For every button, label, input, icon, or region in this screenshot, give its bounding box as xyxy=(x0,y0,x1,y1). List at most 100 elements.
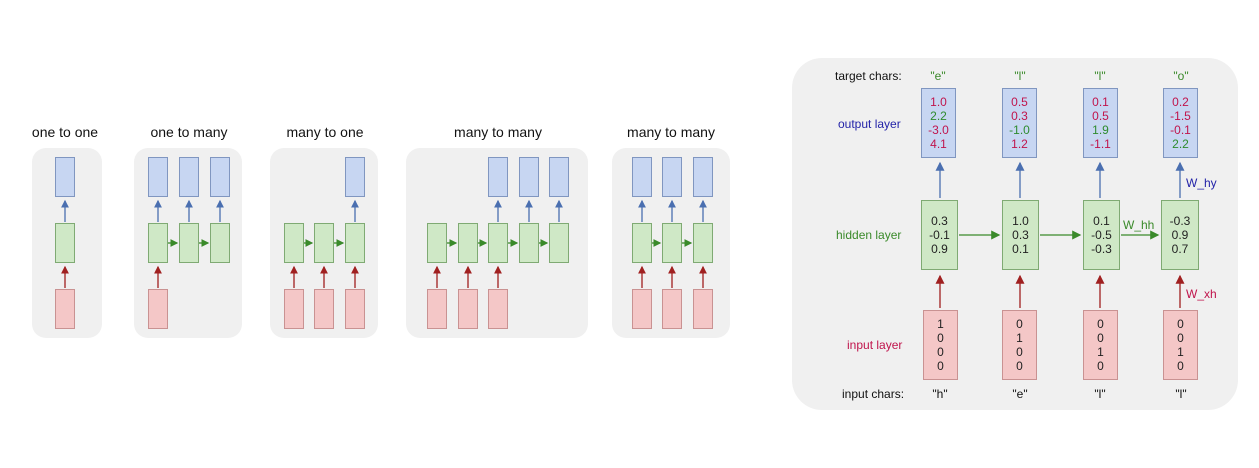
hidden-box xyxy=(632,223,652,263)
input-box xyxy=(458,289,478,329)
target-char: "l" xyxy=(1094,69,1106,83)
target-char: "o" xyxy=(1173,69,1189,83)
hidden-vector-box: 1.0 0.3 0.1 xyxy=(1002,200,1039,270)
input-box xyxy=(662,289,682,329)
panel-title-many-to-many-delayed: many to many xyxy=(454,124,542,140)
input-value: 0 xyxy=(1177,331,1184,345)
hidden-box xyxy=(693,223,713,263)
input-value: 0 xyxy=(937,345,944,359)
input-value: 0 xyxy=(1097,331,1104,345)
hidden-vector-box: -0.3 0.9 0.7 xyxy=(1161,200,1199,270)
input-char: "h" xyxy=(932,387,948,401)
w-xh-label: W_xh xyxy=(1186,287,1217,301)
input-box xyxy=(314,289,334,329)
input-chars-label: input chars: xyxy=(842,387,905,401)
output-box xyxy=(488,157,508,197)
panel-title-one-to-one: one to one xyxy=(31,124,99,140)
output-box xyxy=(345,157,365,197)
input-value: 0 xyxy=(1016,359,1023,373)
hidden-box xyxy=(458,223,478,263)
input-value: 1 xyxy=(937,317,944,331)
input-box xyxy=(632,289,652,329)
hidden-box xyxy=(345,223,365,263)
hidden-value: -0.3 xyxy=(1091,242,1112,256)
input-value: 1 xyxy=(1016,331,1023,345)
input-box xyxy=(345,289,365,329)
hidden-box xyxy=(519,223,539,263)
hidden-box xyxy=(488,223,508,263)
output-value: -0.1 xyxy=(1170,123,1191,137)
hidden-value: 0.7 xyxy=(1171,242,1189,256)
output-value: 1.9 xyxy=(1092,123,1109,137)
hidden-box xyxy=(427,223,447,263)
hidden-vector-box: 0.3 -0.1 0.9 xyxy=(921,200,958,270)
output-box xyxy=(693,157,713,197)
panel-title-many-to-one: many to one xyxy=(286,124,364,140)
panel-title-many-to-many-synced: many to many xyxy=(627,124,715,140)
panel-title-one-to-many: one to many xyxy=(150,124,228,140)
output-vector-box: 0.5 0.3 -1.0 1.2 xyxy=(1002,88,1037,158)
input-value: 1 xyxy=(1097,345,1104,359)
input-value: 0 xyxy=(937,359,944,373)
hidden-value: -0.1 xyxy=(929,228,950,242)
hidden-value: 0.1 xyxy=(1093,214,1110,228)
output-value: -1.1 xyxy=(1090,137,1111,151)
output-box xyxy=(662,157,682,197)
hidden-box xyxy=(549,223,569,263)
output-value: 1.0 xyxy=(930,95,947,109)
target-chars-label: target chars: xyxy=(835,69,902,83)
output-value: 0.3 xyxy=(1011,109,1028,123)
input-box xyxy=(488,289,508,329)
hidden-value: 0.3 xyxy=(931,214,948,228)
input-char: "l" xyxy=(1094,387,1106,401)
output-box xyxy=(519,157,539,197)
hidden-value: 0.3 xyxy=(1012,228,1029,242)
output-value: -1.0 xyxy=(1009,123,1030,137)
output-box xyxy=(632,157,652,197)
input-box xyxy=(284,289,304,329)
hidden-box xyxy=(662,223,682,263)
w-hy-label: W_hy xyxy=(1186,176,1217,190)
input-value: 0 xyxy=(937,331,944,345)
output-value: 2.2 xyxy=(1172,137,1189,151)
output-box xyxy=(179,157,199,197)
hidden-value: -0.5 xyxy=(1091,228,1112,242)
hidden-box xyxy=(284,223,304,263)
output-vector-box: 0.1 0.5 1.9 -1.1 xyxy=(1083,88,1118,158)
input-value: 0 xyxy=(1016,345,1023,359)
output-vector-box: 0.2 -1.5 -0.1 2.2 xyxy=(1163,88,1198,158)
output-box xyxy=(210,157,230,197)
hidden-layer-label: hidden layer xyxy=(836,228,902,242)
input-vector-box: 0 0 1 0 xyxy=(1083,310,1118,380)
output-value: 0.1 xyxy=(1092,95,1109,109)
hidden-value: 1.0 xyxy=(1012,214,1029,228)
hidden-vector-box: 0.1 -0.5 -0.3 xyxy=(1083,200,1120,270)
input-value: 1 xyxy=(1177,345,1184,359)
input-box xyxy=(427,289,447,329)
input-layer-label: input layer xyxy=(847,338,903,352)
output-value: 2.2 xyxy=(930,109,947,123)
hidden-box xyxy=(148,223,168,263)
output-value: 0.5 xyxy=(1092,109,1109,123)
output-value: 4.1 xyxy=(930,137,947,151)
hidden-value: -0.3 xyxy=(1169,214,1191,228)
input-vector-box: 0 1 0 0 xyxy=(1002,310,1037,380)
input-value: 0 xyxy=(1097,317,1104,331)
input-box xyxy=(148,289,168,329)
output-value: 0.2 xyxy=(1172,95,1189,109)
output-value: -3.0 xyxy=(928,123,949,137)
input-vector-box: 0 0 1 0 xyxy=(1163,310,1198,380)
target-char: "e" xyxy=(930,69,946,83)
target-char: "l" xyxy=(1014,69,1026,83)
hidden-box xyxy=(210,223,230,263)
hidden-value: 0.1 xyxy=(1012,242,1029,256)
output-layer-label: output layer xyxy=(838,117,901,131)
hidden-box xyxy=(314,223,334,263)
input-vector-box: 1 0 0 0 xyxy=(923,310,958,380)
input-value: 0 xyxy=(1177,359,1184,373)
hidden-value: 0.9 xyxy=(931,242,948,256)
input-value: 0 xyxy=(1177,317,1184,331)
output-vector-box: 1.0 2.2 -3.0 4.1 xyxy=(921,88,956,158)
